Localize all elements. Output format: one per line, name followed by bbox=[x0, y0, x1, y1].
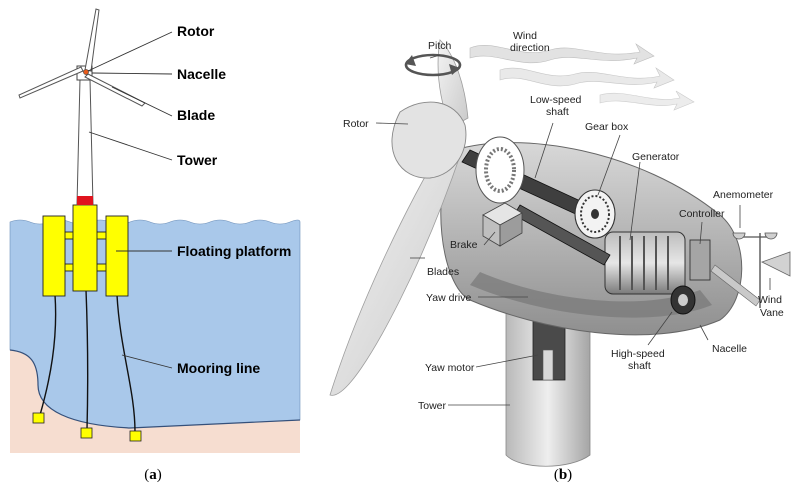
label-anemometer: Anemometer bbox=[713, 189, 774, 201]
label-low-speed-shaft-2: shaft bbox=[546, 106, 569, 118]
mooring-line-middle bbox=[85, 289, 89, 431]
label-wind-vane-2: Vane bbox=[760, 307, 784, 319]
label-pitch: Pitch bbox=[428, 40, 452, 52]
rotor-disc bbox=[475, 136, 525, 204]
leader-mooring-line bbox=[121, 354, 173, 369]
rotor-hub-b bbox=[391, 101, 467, 179]
label-generator: Generator bbox=[632, 151, 680, 163]
label-low-speed-shaft-1: Low-speed bbox=[530, 94, 582, 106]
label-high-speed-shaft-2: shaft bbox=[628, 360, 651, 372]
nacelle-floor bbox=[470, 272, 712, 318]
label-floating-platform: Floating platform bbox=[177, 243, 291, 259]
label-blades: Blades bbox=[427, 266, 459, 278]
leader-brake bbox=[483, 231, 496, 246]
label-blade: Blade bbox=[177, 107, 215, 123]
wind-vane bbox=[760, 251, 791, 277]
label-tower: Tower bbox=[177, 152, 218, 168]
leader-generator bbox=[629, 161, 641, 241]
wind-arrow-3 bbox=[599, 90, 695, 111]
leader-high-speed-shaft bbox=[647, 311, 673, 346]
leader-low-speed-shaft bbox=[534, 122, 554, 179]
label-wind-direction-2: direction bbox=[510, 42, 550, 54]
pitch-arrow-icon bbox=[404, 53, 462, 77]
blade-lower-b bbox=[329, 141, 463, 396]
label-yaw-drive: Yaw drive bbox=[426, 292, 471, 304]
tower-band bbox=[77, 196, 93, 205]
leader-blade bbox=[111, 86, 173, 117]
label-mooring-line: Mooring line bbox=[177, 360, 260, 376]
blade-right bbox=[84, 73, 146, 107]
label-high-speed-shaft-1: High-speed bbox=[611, 348, 665, 360]
mooring-line-right bbox=[116, 294, 136, 433]
label-gear-box: Gear box bbox=[585, 121, 629, 133]
anemometer-cup-2 bbox=[764, 232, 778, 240]
blade-left bbox=[18, 66, 84, 99]
leader-tower bbox=[88, 131, 173, 161]
leader-nacelle bbox=[91, 72, 173, 75]
label-rotor-b: Rotor bbox=[343, 118, 369, 130]
wind-arrow-1 bbox=[469, 43, 655, 65]
high-speed-shaft-end bbox=[678, 294, 688, 306]
leader-controller bbox=[699, 221, 703, 245]
anchor-left bbox=[32, 412, 45, 424]
leader-nacelle-b bbox=[699, 324, 709, 341]
label-rotor: Rotor bbox=[177, 23, 215, 39]
panel-b: Pitch Wind direction Rotor Low-speed sha… bbox=[329, 30, 791, 483]
caption-a: (a) bbox=[144, 467, 162, 483]
leader-rotor bbox=[87, 31, 173, 72]
leader-gear-box bbox=[597, 134, 621, 196]
label-nacelle: Nacelle bbox=[177, 66, 226, 82]
anchor-right bbox=[129, 430, 142, 442]
anemometer-cup-1 bbox=[732, 232, 746, 240]
floating-platform bbox=[42, 204, 129, 297]
label-tower-b: Tower bbox=[418, 400, 447, 412]
generator bbox=[604, 231, 686, 295]
label-nacelle-b: Nacelle bbox=[712, 343, 747, 355]
panel-a: Rotor Nacelle Blade Tower Floating platf… bbox=[9, 8, 301, 483]
wind-arrow-2 bbox=[499, 67, 675, 89]
label-brake: Brake bbox=[450, 239, 478, 251]
caption-b: (b) bbox=[554, 467, 572, 483]
seabed bbox=[10, 350, 300, 453]
rotor-disc-inner bbox=[484, 147, 516, 193]
label-controller: Controller bbox=[679, 208, 725, 220]
leader-pitch bbox=[429, 54, 441, 59]
leader-yaw-motor bbox=[475, 354, 539, 368]
label-wind-vane-1: Wind bbox=[758, 294, 782, 306]
seabed-line bbox=[9, 349, 301, 429]
yaw-motor-shaft bbox=[542, 349, 554, 381]
label-yaw-motor: Yaw motor bbox=[425, 362, 475, 374]
leader-rotor-b bbox=[375, 122, 409, 125]
brake bbox=[482, 202, 523, 247]
blade-up bbox=[84, 8, 100, 72]
label-wind-direction-1: Wind bbox=[513, 30, 537, 42]
anchor-middle bbox=[80, 427, 93, 439]
instrument-bracket bbox=[710, 264, 761, 307]
controller bbox=[689, 239, 711, 281]
tower bbox=[76, 78, 94, 206]
mooring-line-left bbox=[39, 294, 57, 416]
rotor-hub bbox=[83, 69, 89, 75]
gear-box bbox=[574, 189, 616, 239]
